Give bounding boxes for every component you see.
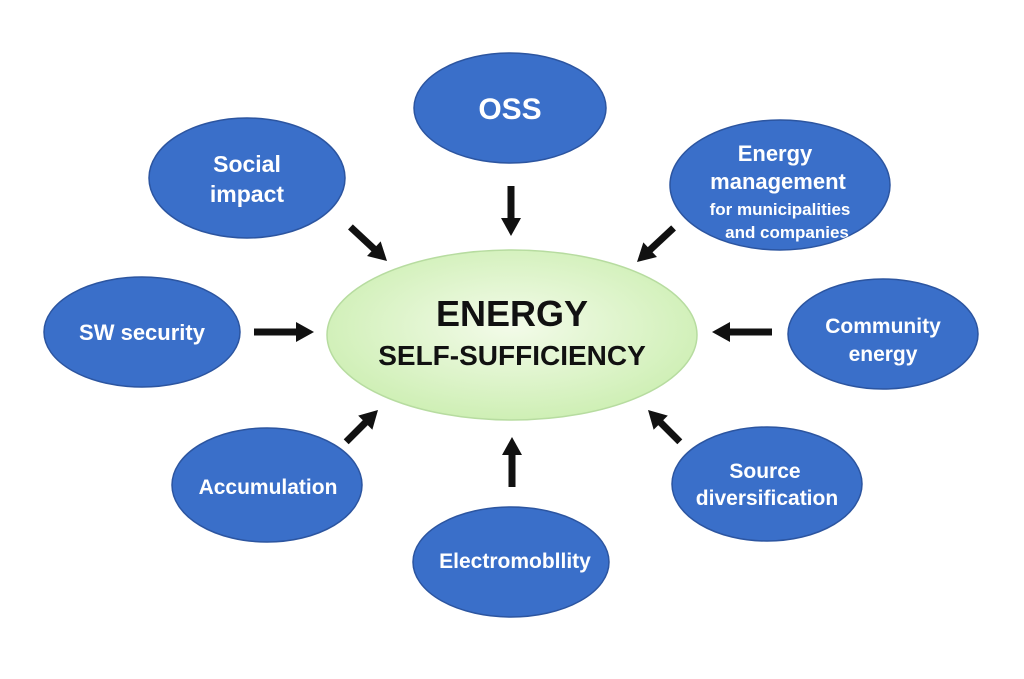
node-source-diversification: Source diversification	[671, 426, 863, 542]
arrow-from-community-energy	[712, 322, 772, 342]
node-sw-security: SW security	[43, 276, 241, 388]
electromobility-label: Electromobllity	[439, 550, 591, 573]
oss-ellipse	[413, 52, 607, 164]
energy-management-label-line1: Energy	[738, 141, 813, 166]
node-social-impact: Social impact	[148, 117, 346, 239]
source-diversification-label-line2: diversification	[696, 487, 838, 510]
node-accumulation: Accumulation	[171, 427, 363, 543]
social-impact-label-line1: Social	[213, 151, 281, 177]
source-diversification-ellipse	[671, 426, 863, 542]
sw-security-ellipse	[43, 276, 241, 388]
arrow-from-sw-security	[254, 322, 314, 342]
node-oss: OSS	[413, 52, 607, 164]
accumulation-label: Accumulation	[199, 476, 338, 499]
energy-management-label-line3: for municipalities	[710, 200, 851, 219]
energy-management-label-line4: and companies	[725, 223, 849, 242]
social-impact-label-line2: impact	[210, 181, 284, 207]
center-title: ENERGY	[436, 293, 588, 334]
center-ellipse	[326, 249, 698, 421]
community-energy-label-line2: energy	[849, 343, 918, 366]
node-energy-management: Energy management for municipalities and…	[669, 119, 891, 251]
node-electromobility: Electromobllity	[412, 506, 610, 618]
arrow-from-social-impact	[348, 224, 387, 261]
arrow-from-accumulation	[343, 410, 378, 445]
energy-management-label-line2: management	[710, 169, 846, 194]
oss-label: OSS	[478, 93, 541, 126]
center-subtitle: SELF-SUFFICIENCY	[378, 340, 646, 371]
social-impact-ellipse	[148, 117, 346, 239]
arrow-from-oss	[501, 186, 521, 236]
source-diversification-label-line1: Source	[729, 460, 800, 483]
sw-security-label: SW security	[79, 320, 206, 345]
center-node: ENERGY SELF-SUFFICIENCY	[326, 249, 698, 421]
accumulation-ellipse	[171, 427, 363, 543]
community-energy-ellipse	[787, 278, 979, 390]
electromobility-ellipse	[412, 506, 610, 618]
arrow-from-energy-management	[637, 225, 676, 262]
community-energy-label-line1: Community	[825, 315, 941, 338]
node-community-energy: Community energy	[787, 278, 979, 390]
arrow-from-source-diversification	[648, 410, 683, 445]
energy-management-ellipse	[669, 119, 891, 251]
arrow-from-electromobility	[502, 437, 522, 487]
arrows	[254, 186, 772, 487]
